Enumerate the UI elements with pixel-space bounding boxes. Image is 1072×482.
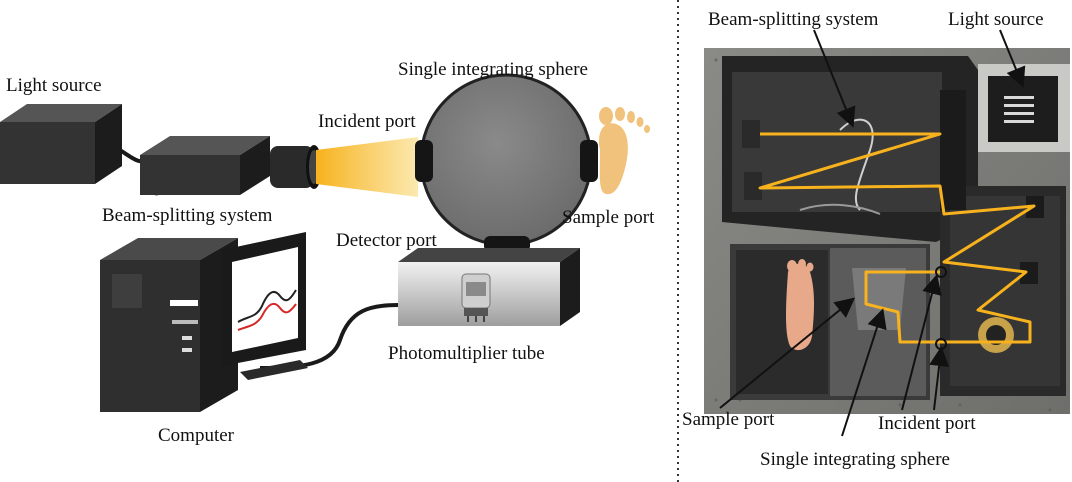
label-light-source: Light source bbox=[6, 75, 102, 96]
label-single-integrating-sphere: Single integrating sphere bbox=[398, 59, 588, 80]
lens-tube bbox=[270, 145, 322, 189]
label-computer: Computer bbox=[158, 425, 234, 446]
label-photo-light-source: Light source bbox=[948, 9, 1044, 30]
annotation-arrows bbox=[719, 29, 1026, 437]
beam-path bbox=[758, 132, 1036, 344]
beam-splitter-box bbox=[140, 136, 270, 195]
foot-photo bbox=[786, 259, 814, 351]
instrument-photo bbox=[704, 48, 1070, 414]
label-photo-beam-splitting-system: Beam-splitting system bbox=[708, 9, 879, 30]
spectrum-plot bbox=[237, 289, 297, 331]
label-photo-sample-port: Sample port bbox=[682, 409, 775, 430]
photomultiplier-tube-icon bbox=[461, 273, 491, 322]
light-beam bbox=[316, 137, 418, 197]
label-sample-port: Sample port bbox=[562, 207, 655, 228]
label-photomultiplier-tube: Photomultiplier tube bbox=[388, 343, 545, 364]
label-detector-port: Detector port bbox=[336, 230, 437, 251]
computer-tower bbox=[100, 238, 238, 412]
label-beam-splitting-system: Beam-splitting system bbox=[102, 205, 273, 226]
label-photo-incident-port: Incident port bbox=[878, 413, 976, 434]
light-source-box bbox=[0, 104, 122, 184]
label-incident-port: Incident port bbox=[318, 111, 416, 132]
foot-icon bbox=[598, 107, 650, 195]
label-photo-single-integrating-sphere: Single integrating sphere bbox=[760, 449, 950, 470]
integrating-sphere bbox=[415, 73, 598, 252]
